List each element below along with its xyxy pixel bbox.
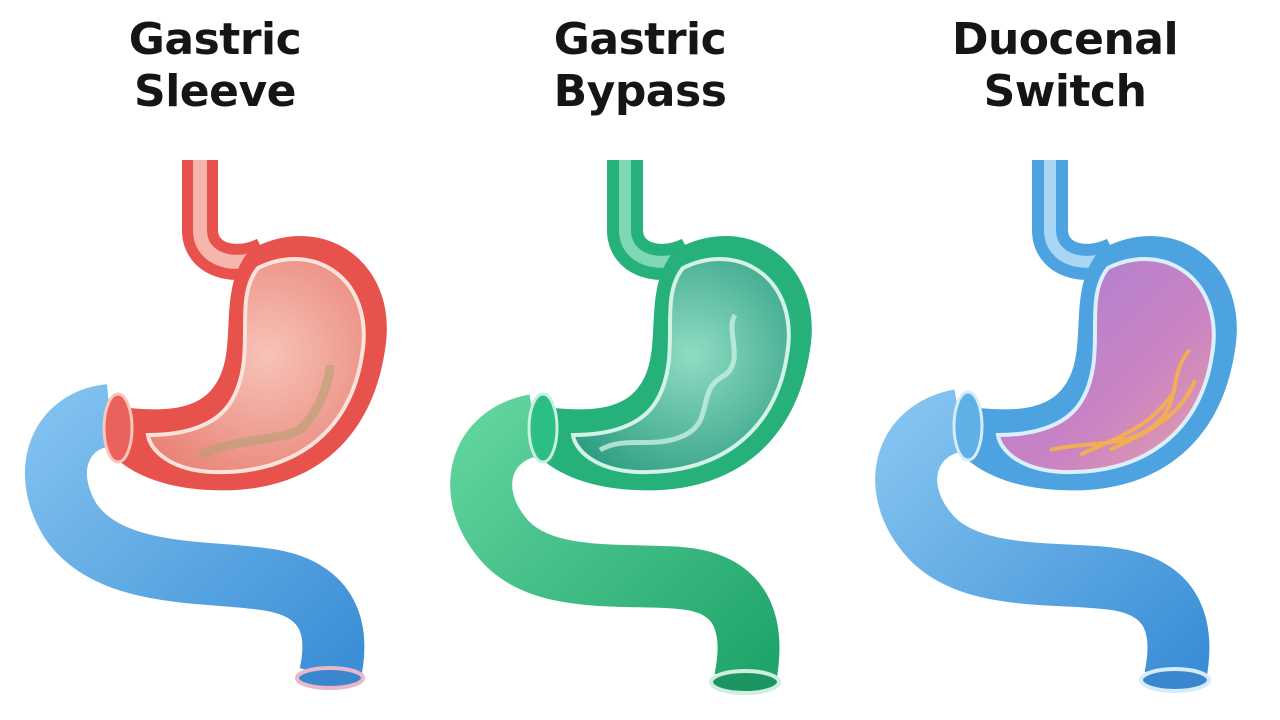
pylorus bbox=[952, 390, 984, 462]
panel-duodenal-switch: Duocenal Switch bbox=[850, 0, 1280, 720]
title-line-2: Bypass bbox=[553, 66, 727, 117]
stomach-lumen bbox=[570, 257, 791, 475]
panel-gastric-sleeve: Gastric Sleeve bbox=[0, 0, 430, 720]
intestine bbox=[24, 384, 365, 682]
panel-gastric-bypass: Gastric Bypass bbox=[425, 0, 855, 720]
title-line-1: Gastric bbox=[553, 14, 727, 65]
pylorus bbox=[527, 392, 559, 464]
pylorus bbox=[102, 392, 134, 464]
intestine-opening bbox=[709, 669, 781, 695]
stomach-bypass-illustration bbox=[450, 160, 812, 695]
title-line-1: Duocenal bbox=[951, 14, 1179, 65]
panel-title: Duocenal Switch bbox=[850, 14, 1280, 118]
intestine-opening bbox=[295, 666, 365, 690]
title-line-2: Switch bbox=[983, 66, 1147, 117]
panel-title: Gastric Bypass bbox=[425, 14, 855, 118]
stomach-fold bbox=[197, 364, 335, 460]
intestine bbox=[450, 394, 780, 687]
intestine bbox=[875, 389, 1210, 685]
intestine-opening bbox=[1139, 667, 1211, 693]
stomach-sleeve-illustration bbox=[24, 160, 387, 690]
bypass-limb bbox=[598, 313, 738, 453]
stomach-switch-illustration bbox=[875, 160, 1237, 693]
title-line-1: Gastric bbox=[128, 14, 302, 65]
title-line-2: Sleeve bbox=[134, 66, 296, 117]
panel-title: Gastric Sleeve bbox=[0, 14, 430, 118]
vessel-lines bbox=[1049, 348, 1197, 457]
